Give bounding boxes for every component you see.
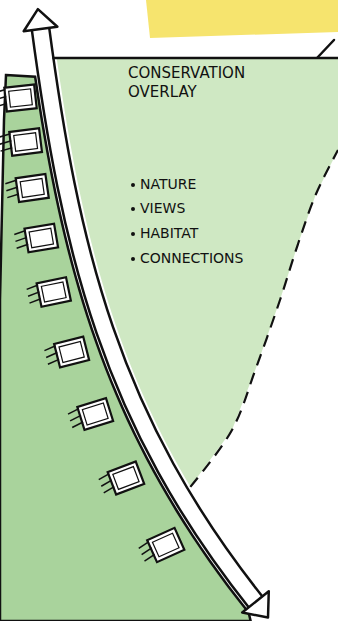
list-item: HABITAT — [140, 225, 290, 243]
list-item: VIEWS — [140, 200, 290, 218]
sticky-note — [146, 0, 338, 38]
list-item: NATURE — [140, 176, 290, 194]
region-heading: CONSERVATION OVERLAY — [128, 64, 293, 102]
list-item: CONNECTIONS — [140, 250, 290, 268]
